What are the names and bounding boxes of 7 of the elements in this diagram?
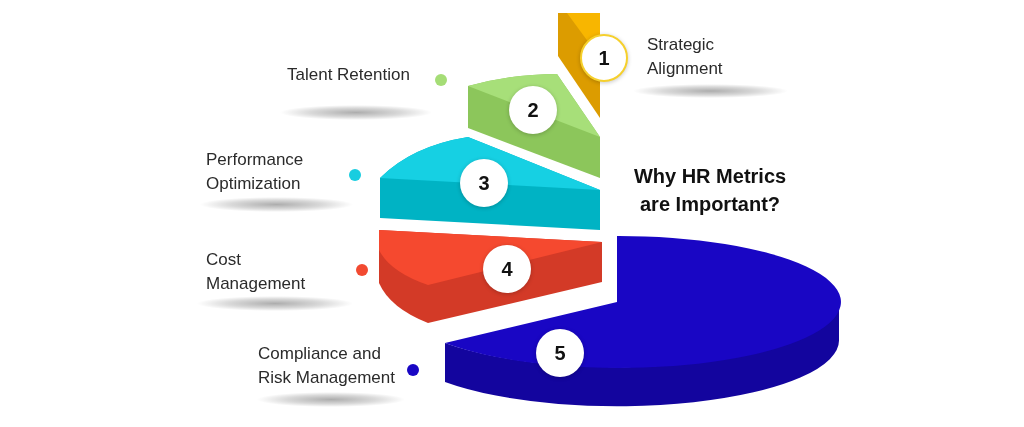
- metric-label: Performance Optimization: [206, 149, 305, 195]
- metric-label: Strategic Alignment: [647, 34, 724, 80]
- title: Why HR Metrics are Important?: [632, 164, 788, 217]
- step-number: 1: [580, 34, 628, 82]
- metric-label: Cost Management: [206, 249, 307, 295]
- metric-label: Talent Retention: [287, 64, 411, 86]
- metric-label: Compliance and Risk Management: [258, 343, 396, 389]
